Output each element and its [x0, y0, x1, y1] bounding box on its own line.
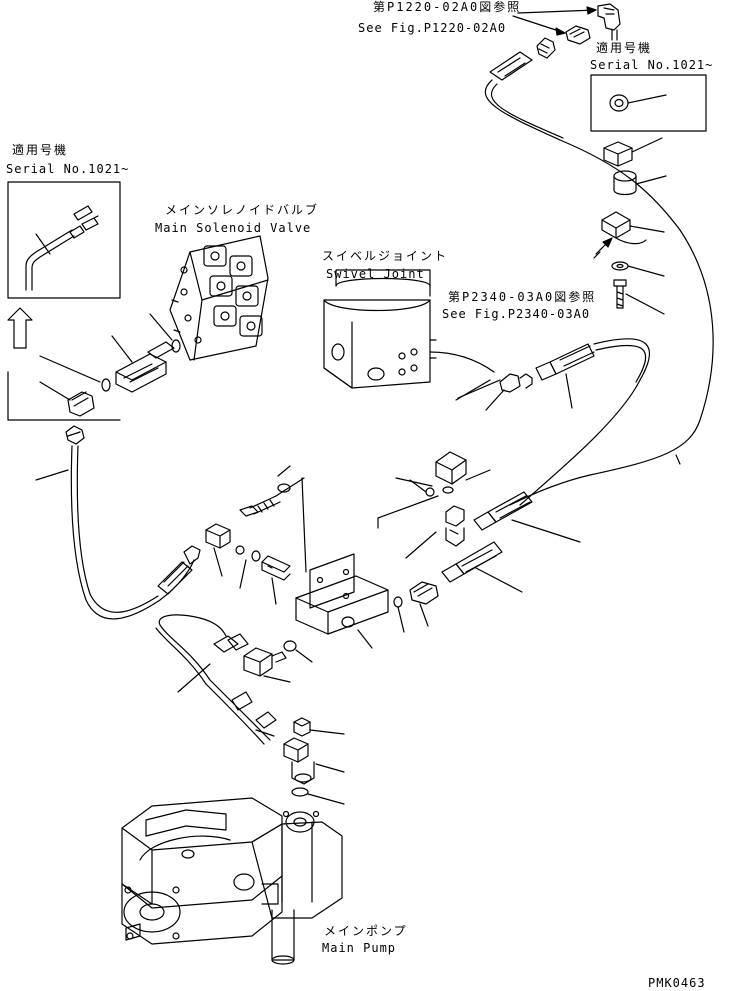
top-ref-arrows — [512, 6, 597, 36]
clamp-collar — [613, 170, 667, 196]
lower-curved-hose — [158, 614, 271, 741]
right-hose-end-b — [441, 541, 523, 593]
pump-cap — [293, 717, 345, 737]
up-arrow — [7, 307, 33, 349]
check-valve-insert — [261, 555, 291, 605]
top-long-hose — [484, 79, 714, 506]
solenoid-label-jp: メインソレノイドバルブ — [165, 203, 320, 217]
serial-left-en: Serial No.1021~ — [6, 162, 130, 176]
mid-right-hose-inner — [595, 344, 647, 383]
ref-mid-jp: 第P2340-03A0図参照 — [448, 290, 597, 304]
ref-mid-en: See Fig.P2340-03A0 — [442, 307, 591, 321]
fitting-group-bracket — [377, 495, 439, 559]
manifold-block — [295, 575, 389, 649]
leader-2 — [455, 379, 491, 401]
manifold-washer — [277, 465, 291, 493]
main-solenoid-valve — [169, 235, 269, 361]
right-inset-nut — [609, 94, 667, 112]
manifold-bolt — [239, 477, 305, 517]
drawing-code: PMK0463 — [648, 976, 706, 990]
top-hose-end — [489, 37, 556, 81]
mid-right-hose — [519, 338, 650, 506]
ref-top-jp: 第P1220-02A0図参照 — [373, 0, 522, 14]
straight-adapter — [409, 581, 439, 627]
swivel-label-jp: スイベルジョイント — [322, 249, 449, 263]
leader-1 — [395, 477, 433, 487]
lower-oring — [283, 640, 313, 663]
clamp-block-top — [603, 137, 663, 167]
insert-oring — [239, 550, 261, 589]
top-elbow-fitting — [597, 3, 621, 41]
pump-elbow — [283, 737, 345, 785]
swivel-hose-end — [535, 343, 595, 409]
swivel-joint — [323, 269, 437, 389]
right-serial-inset — [590, 74, 707, 132]
top-adapter — [565, 25, 591, 45]
left-hose-fitting-top — [65, 425, 85, 445]
swivel-label-en: Swivel Joint — [326, 267, 425, 281]
manifold-left-elbow — [205, 523, 245, 577]
adapter-oring — [393, 596, 405, 633]
pump-oring — [291, 787, 345, 805]
tee-fitting — [445, 505, 465, 547]
clamp-bracket — [601, 211, 665, 245]
clamp-bolt — [613, 279, 665, 315]
solenoid-label-en: Main Solenoid Valve — [155, 221, 312, 235]
left-fitting-box — [7, 371, 121, 421]
serial-left-jp: 適用号機 — [12, 143, 69, 157]
mid-ref-arrow — [593, 237, 613, 259]
clamp-washer — [611, 261, 665, 277]
solenoid-oring — [149, 313, 181, 353]
swivel-line — [429, 351, 495, 373]
main-pump — [121, 797, 343, 965]
ref-top-en: See Fig.P1220-02A0 — [358, 21, 507, 35]
left-hose-inner — [76, 445, 159, 613]
serial-right-jp: 適用号機 — [596, 41, 653, 55]
right-hose-end-a — [473, 491, 581, 543]
lower-hose-fittings — [177, 633, 277, 737]
left-fitting — [39, 381, 95, 417]
left-inset-hose — [25, 205, 99, 291]
elbow-fitting-upper — [409, 451, 491, 494]
pump-label-en: Main Pump — [322, 941, 397, 955]
top-long-hose-inner — [490, 83, 564, 139]
lower-curved-hose-inner — [155, 627, 265, 745]
upper-oring — [425, 487, 435, 497]
pump-label-jp: メインポンプ — [324, 924, 408, 938]
manifold-plate — [301, 477, 355, 609]
left-serial-inset — [7, 181, 121, 299]
left-oring — [39, 355, 111, 392]
lower-elbow — [243, 647, 291, 683]
left-hose-end-bottom — [157, 545, 201, 595]
serial-right-en: Serial No.1021~ — [590, 58, 714, 72]
solenoid-adapter — [111, 335, 175, 393]
